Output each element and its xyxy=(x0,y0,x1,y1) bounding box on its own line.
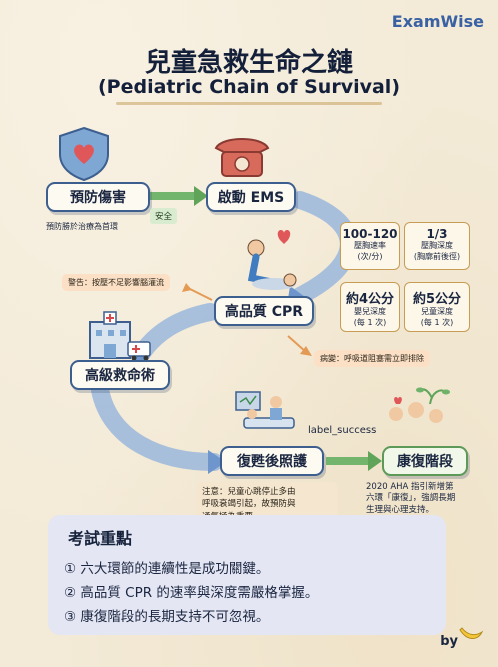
label-success: label_success xyxy=(308,425,377,436)
stat-infant-depth-unit: (每 1 次) xyxy=(353,317,387,327)
node-ems[interactable]: 啟動 EMS xyxy=(206,182,296,212)
stat-compression-rate-value: 100-120 xyxy=(342,227,398,241)
exam-key-points-panel: 考試重點 ① 六大環節的連續性是成功關鍵。 ② 高品質 CPR 的速率與深度需嚴… xyxy=(48,515,446,635)
node-recovery[interactable]: 康復階段 xyxy=(382,446,468,476)
node-post-care[interactable]: 復甦後照護 xyxy=(220,446,324,476)
stat-compression-rate-label: 壓胸速率 xyxy=(354,241,386,250)
ambulance-icon xyxy=(127,341,151,361)
flow-arrow-head-recovery xyxy=(368,451,382,471)
stat-infant-depth-value: 約4公分 xyxy=(345,292,395,307)
flow-arrow-advanced-to-post xyxy=(91,381,223,471)
exam-point-2: ② 高品質 CPR 的速率與深度需嚴格掌握。 xyxy=(64,585,319,601)
page-title: 兒童急救生命之鏈 xyxy=(144,48,353,78)
safety-tag: 安全 xyxy=(150,208,178,224)
stat-compression-rate-unit: (次/分) xyxy=(357,251,383,261)
stat-infant-depth-label: 嬰兒深度 xyxy=(354,307,386,316)
stat-child-depth: 約5公分 兒童深度 (每 1 次) xyxy=(404,282,470,332)
prevention-note: 預防勝於治療為首環 xyxy=(46,222,118,231)
aha-note-line-3: 生理與心理支持。 xyxy=(366,504,435,515)
attention-note-line-1: 注意：兒童心跳停止多由 xyxy=(202,487,296,497)
aha-note: 2020 AHA 指引新增第 六環「康復」，強調長期 生理與心理支持。 xyxy=(366,482,455,516)
stat-child-depth-label: 兒童深度 xyxy=(421,307,453,316)
node-advanced-label: 高級救命術 xyxy=(85,368,155,384)
exam-point-3: ③ 康復階段的長期支持不可忽視。 xyxy=(64,609,270,625)
patient-bed-icon xyxy=(235,391,295,429)
telephone-icon xyxy=(214,138,270,177)
node-prevention[interactable]: 預防傷害 xyxy=(46,182,150,212)
node-prevention-label: 預防傷害 xyxy=(70,190,126,206)
airway-callout: 病變：呼吸道阻塞需立即排除 xyxy=(314,350,430,367)
aha-note-line-1: 2020 AHA 指引新增第 xyxy=(366,482,454,492)
brand-logo[interactable]: ExamWise xyxy=(391,12,484,31)
hospital-icon xyxy=(89,311,131,359)
stat-compression-depth: 1/3 壓胸深度 (胸廓前後徑) xyxy=(404,222,470,270)
exam-point-1: ① 六大環節的連續性是成功關鍵。 xyxy=(64,561,270,577)
banana-icon xyxy=(459,627,484,639)
node-post-care-label: 復甦後照護 xyxy=(237,454,307,470)
title-underline xyxy=(116,102,382,105)
node-recovery-label: 康復階段 xyxy=(397,454,453,470)
warning-callout: 警告：按壓不足影響腦灌流 xyxy=(62,274,170,291)
stat-compression-depth-unit: (胸廓前後徑) xyxy=(413,251,461,261)
stat-infant-depth: 約4公分 嬰兒深度 (每 1 次) xyxy=(340,282,400,332)
stat-child-depth-unit: (每 1 次) xyxy=(420,317,454,327)
aha-note-line-2: 六環「康復」，強調長期 xyxy=(366,493,456,504)
shield-heart-icon xyxy=(59,126,109,182)
arrow-warning-head xyxy=(182,283,192,292)
attention-note-line-2: 呼吸衰竭引起，故預防與 xyxy=(202,499,296,510)
cpr-figures-icon xyxy=(247,230,297,290)
stat-child-depth-value: 約5公分 xyxy=(412,292,462,307)
family-plant-icon xyxy=(389,387,450,423)
arrow-airway-head xyxy=(300,346,312,356)
stat-compression-depth-label: 壓胸深度 xyxy=(421,241,453,250)
node-cpr-label: 高品質 CPR xyxy=(224,304,304,320)
stat-compression-rate: 100-120 壓胸速率 (次/分) xyxy=(340,222,400,270)
exam-heading: 考試重點 xyxy=(68,529,133,548)
node-cpr[interactable]: 高品質 CPR xyxy=(214,296,314,326)
footer-by: by xyxy=(440,634,458,649)
flow-arrow-head-ems xyxy=(194,186,208,206)
flow-arrow-head-post xyxy=(208,450,226,474)
stat-compression-depth-value: 1/3 xyxy=(426,227,448,241)
node-ems-label: 啟動 EMS xyxy=(217,190,285,206)
arrow-airway xyxy=(287,335,307,353)
node-advanced[interactable]: 高級救命術 xyxy=(70,360,170,390)
page-subtitle: (Pediatric Chain of Survival) xyxy=(97,76,401,98)
